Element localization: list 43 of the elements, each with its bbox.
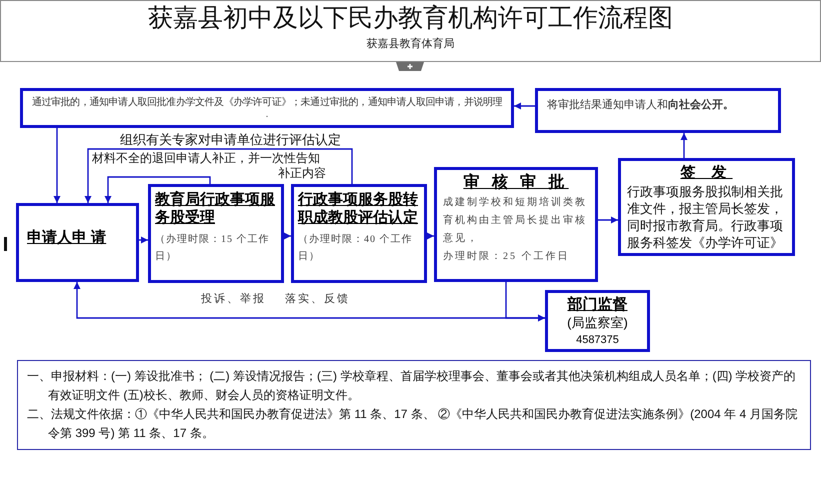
process-box	[618, 158, 795, 256]
process-box	[434, 167, 598, 282]
notice-box	[535, 88, 781, 133]
note-text: 一、申报材料：(一) 筹设批准书； (二) 筹设情况报告；(三) 学校章程、首届学校理事会、董事会或者其他决策机构组成人员名单；(四) 学校资产的有效证明文件 (五)校长、教师、财会人员的资格证明文件。	[27, 368, 797, 404]
time-limit-text: （办理时限：15 个工作日）	[155, 232, 270, 264]
annotation-text: 落实、反馈	[285, 292, 350, 306]
supervision-box	[545, 290, 650, 352]
arrow	[680, 133, 688, 158]
box-heading: 申请人申 请	[27, 228, 106, 248]
box-heading: 审 核 审 批	[462, 172, 570, 193]
box-text: 成建制学校和短期培训类教育机构由主管局长提出审核意见，	[443, 196, 588, 246]
box-heading: 签 发	[679, 163, 734, 183]
arrow	[427, 232, 434, 240]
process-box	[16, 203, 139, 282]
subtitle: 获嘉县教育体育局	[366, 37, 456, 51]
notice-box	[20, 88, 514, 128]
box-heading: 部门监督	[568, 295, 628, 314]
time-limit-text: （办理时限：40 个工作日）	[298, 232, 414, 264]
annotation-text: 材料不全的退回申请人补正，并一次性告知补正内容	[92, 151, 326, 181]
diagram-title: 获嘉县初中及以下民办教育机构许可工作流程图	[147, 3, 674, 33]
edge-label: 投诉、举报	[201, 292, 266, 306]
process-box	[148, 184, 284, 283]
arrow	[104, 176, 211, 203]
box-text: 将审批结果通知申请人和向社会公开。	[547, 98, 735, 113]
process-box	[291, 184, 427, 283]
box-text: 通过审批的，通知申请人取回批准办学文件及《办学许可证》；未通过审批的，通知申请人取回申请，并说明理	[32, 96, 502, 109]
annotation-text: 组织有关专家对申请单位进行评估认定	[120, 132, 341, 148]
arrow	[598, 216, 618, 224]
arrow	[54, 128, 60, 203]
notes-box	[17, 360, 811, 450]
note-text: 二、法规文件依据：①《中华人民共和国民办教育促进法》第 11 条、17 条、 ②《中华人民共和国民办教育促进法实施条例》(2004 年 4 月国务院令第 399 号) 第 11 条、17 条。	[27, 406, 799, 442]
box-text: 行政事项服务股拟制相关批准文件，报主管局长签发，同时报市教育局。行政事项服务科签发《办学许可证》	[627, 183, 784, 251]
box-heading: 教育局行政事项服务股受理	[155, 191, 276, 227]
arrow	[74, 282, 545, 322]
arrow	[139, 236, 148, 244]
box-text: (局监察室)	[567, 314, 628, 332]
arrow	[84, 148, 353, 203]
box-text: .	[266, 109, 268, 120]
arrow	[284, 232, 291, 240]
time-limit-text: 办理时限：25 个工作日	[443, 250, 570, 264]
phone-number: 4587375	[576, 333, 619, 348]
box-heading: 行政事项服务股转职成教股评估认定	[298, 191, 419, 227]
arrow	[514, 102, 535, 110]
